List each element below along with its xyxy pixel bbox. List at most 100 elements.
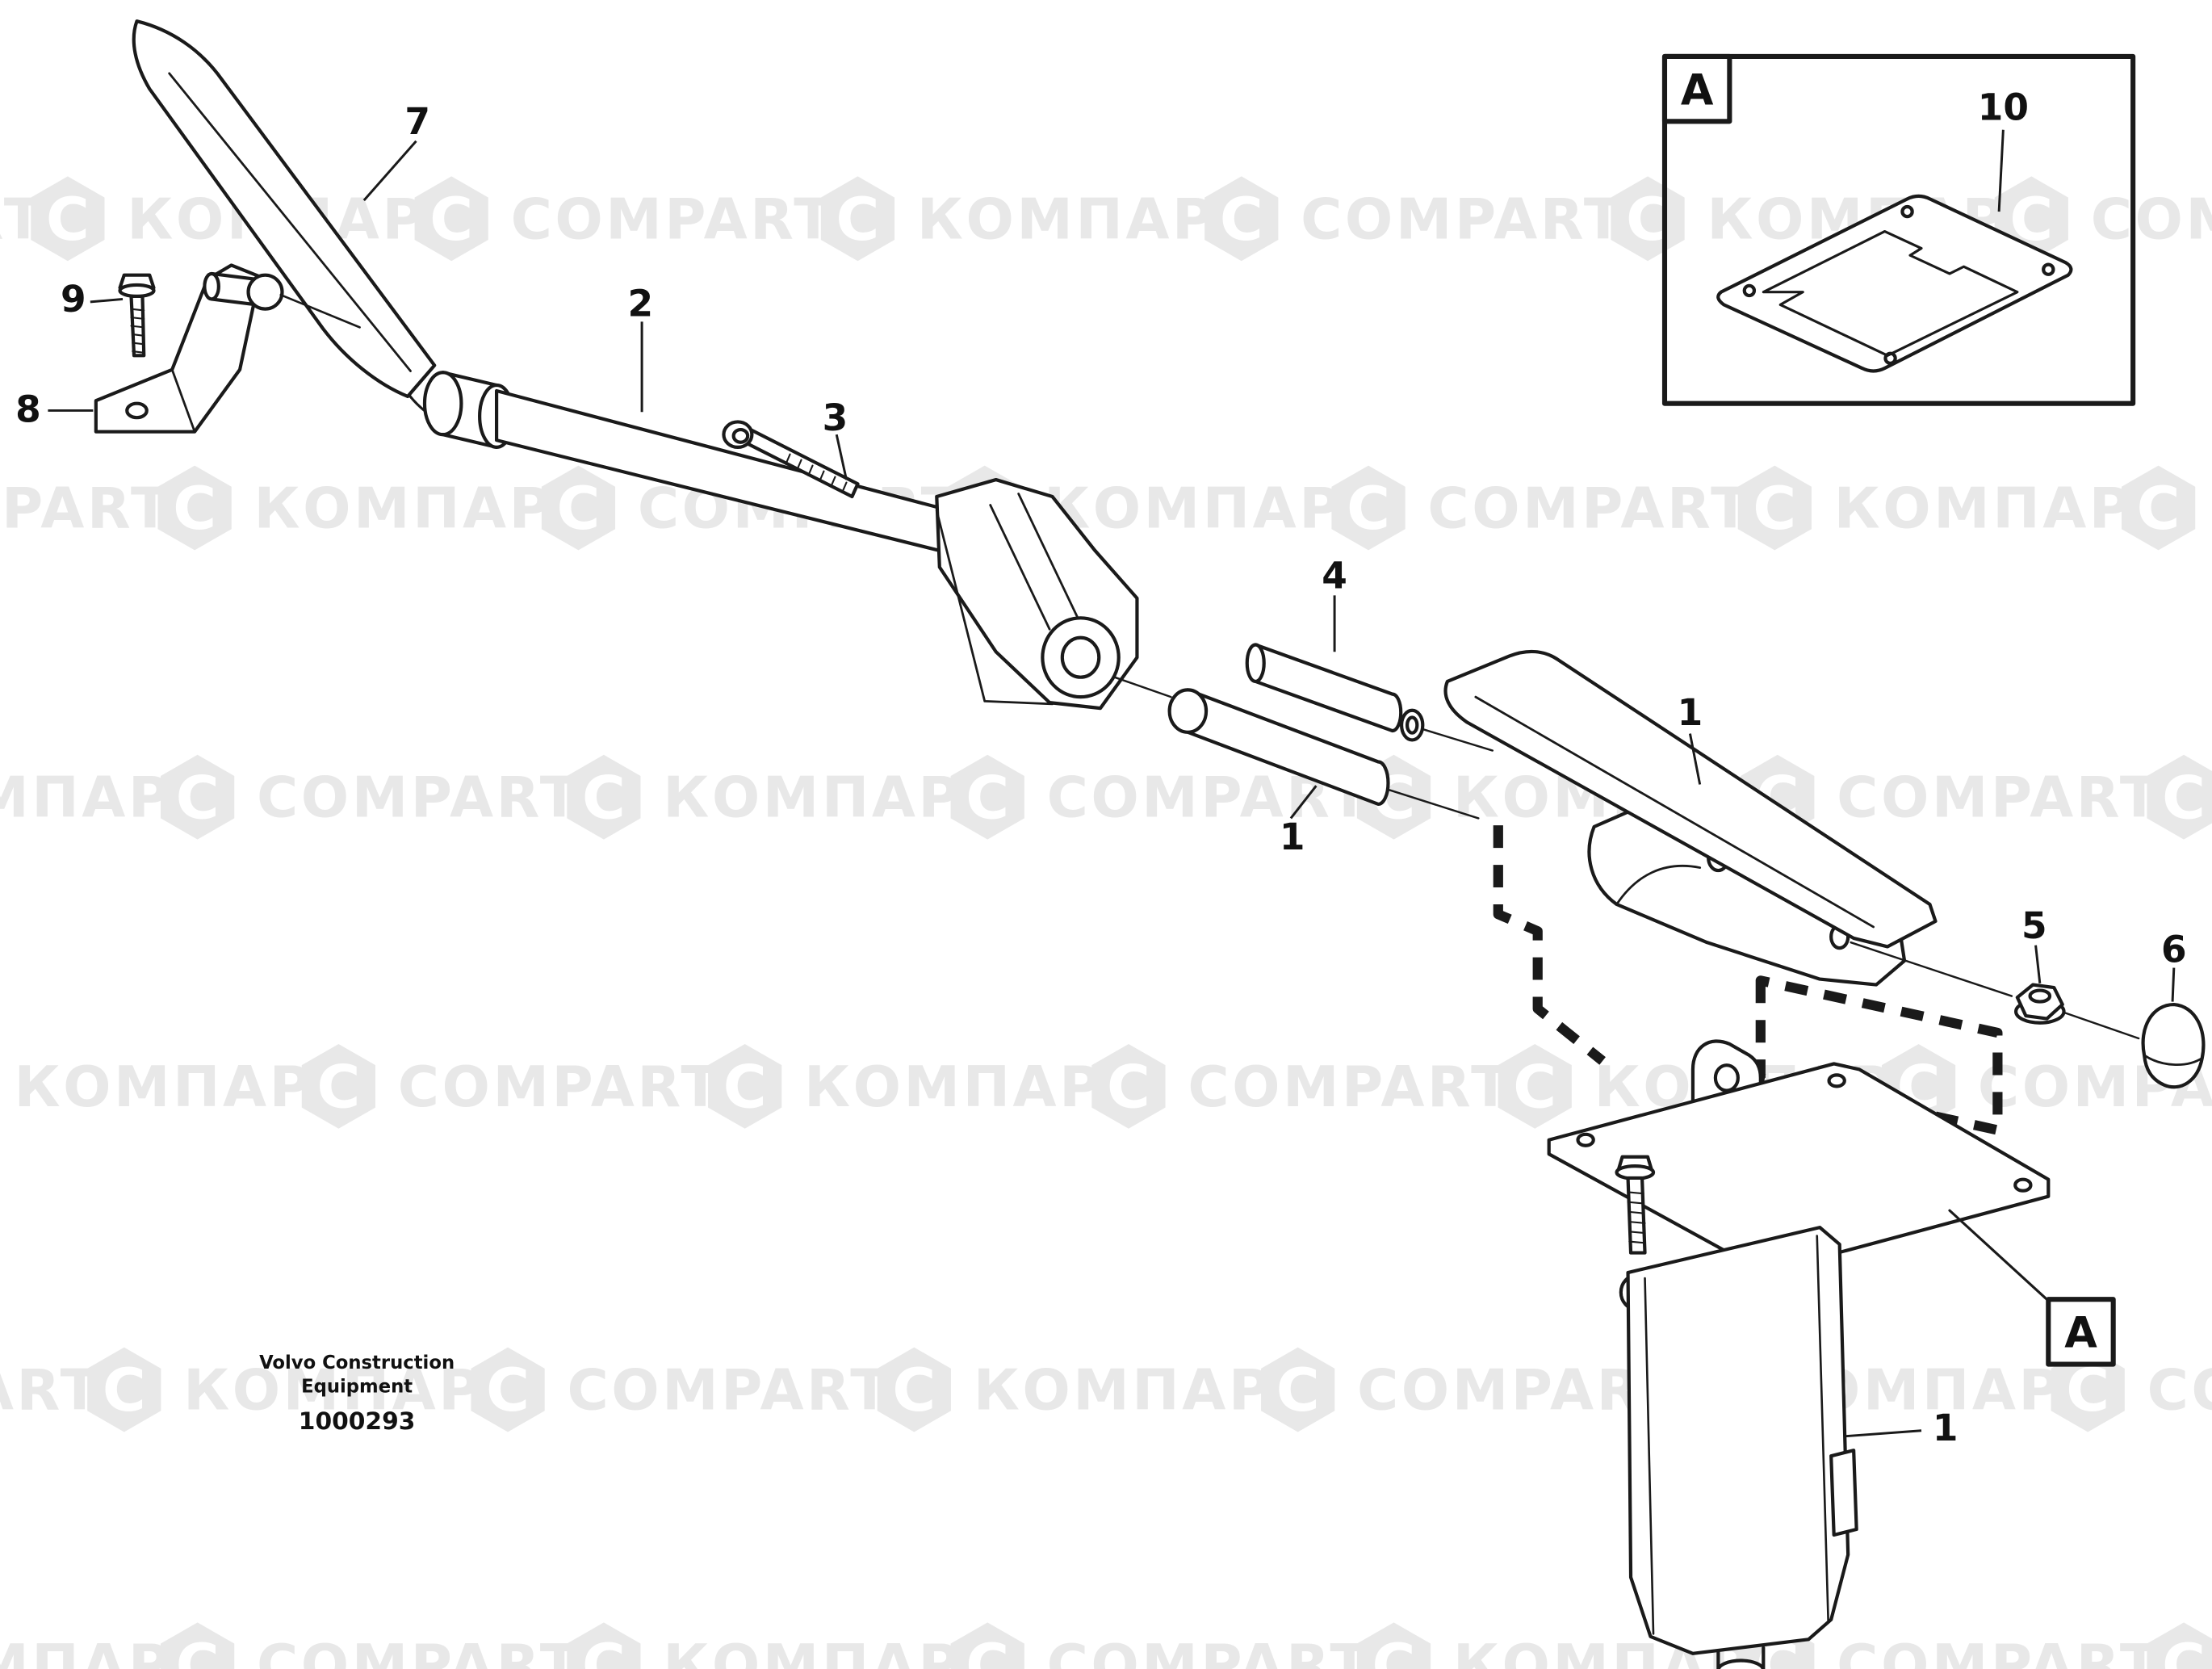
watermark-layer: CКОМПАРТCCOMPARTCКОМПАРТCCOMPARTCКОМПАРТ…	[0, 176, 2212, 1669]
watermark-text: КОМПАРТ	[663, 765, 1003, 831]
watermark-logo-letter: C	[2162, 1632, 2206, 1669]
watermark-text: COMPART	[1837, 765, 2161, 831]
watermark-logo-icon	[1331, 465, 1406, 551]
callout-6: 6	[2161, 929, 2187, 971]
watermark-logo-icon	[567, 754, 641, 840]
watermark-logo-letter: C	[46, 186, 90, 254]
watermark-text: COMPART	[1837, 1633, 2161, 1669]
watermark-logo-icon	[1091, 1043, 1166, 1129]
detail-ref-box-plate	[2046, 1297, 2116, 1367]
watermark-logo-icon	[2051, 1347, 2125, 1432]
watermark-logo-icon	[2147, 754, 2212, 840]
watermark-logo-icon	[161, 1622, 235, 1669]
watermark-text: КОМПАРТ	[1834, 476, 2175, 541]
watermark-text: КОМПАРТ	[663, 1633, 1003, 1669]
watermark-logo-letter: C	[103, 1357, 146, 1425]
watermark-text: КОМПАРТ	[254, 476, 595, 541]
callout-2: 2	[628, 282, 654, 325]
watermark-logo-letter: C	[176, 1632, 220, 1669]
callout-5: 5	[2021, 904, 2047, 947]
watermark-logo-letter: C	[176, 764, 220, 832]
watermark-logo-icon	[567, 1622, 641, 1669]
watermark-logo-icon	[161, 754, 235, 840]
watermark-logo-letter: C	[316, 1054, 360, 1122]
watermark-logo-icon	[301, 1043, 375, 1129]
part9-bolt	[118, 273, 156, 358]
watermark-text: КОМПАРТ	[917, 187, 1258, 252]
watermark-logo-letter: C	[173, 475, 216, 543]
watermark-text: COMPART	[0, 476, 172, 541]
watermark-logo-letter: C	[582, 1632, 626, 1669]
callout-7: 7	[404, 100, 430, 143]
watermark-text: COMPART	[0, 1358, 102, 1424]
watermark-logo-icon	[877, 1347, 951, 1432]
watermark-logo-icon	[1261, 1347, 1335, 1432]
watermark-text: COMPART	[2091, 187, 2212, 252]
watermark-logo-letter: C	[486, 1357, 530, 1425]
callout-8: 8	[15, 388, 41, 430]
watermark-logo-icon	[1498, 1043, 1572, 1129]
exploded-view-art	[94, 19, 2206, 1669]
watermark-logo-letter: C	[2137, 475, 2181, 543]
watermark-text: КОМПАРТ	[1044, 476, 1385, 541]
watermark-text: COMPART	[511, 187, 836, 252]
callout-9: 9	[61, 278, 86, 321]
part3-bolt	[722, 420, 860, 499]
watermark-text: КОМПАРТ	[14, 1055, 354, 1120]
watermark-logo-icon	[157, 465, 232, 551]
watermark-logo-letter: C	[723, 1054, 767, 1122]
part10-gasket	[1716, 194, 2073, 373]
watermark-text: COMPART	[1188, 1055, 1512, 1120]
detail-ref-letter-plate: A	[2064, 1309, 2097, 1358]
callout-10: 10	[1978, 86, 2029, 129]
pivot-pin	[203, 271, 361, 329]
detail-ref-box-inset	[1661, 53, 1732, 124]
watermark-logo-letter: C	[1753, 475, 1796, 543]
part1-pedal-assembly	[1443, 649, 2140, 1040]
watermark-text: КОМПАРТ	[974, 1358, 1314, 1424]
watermark-text: COMPART	[567, 1358, 891, 1424]
callout-3: 3	[823, 396, 848, 439]
watermark-logo-icon	[950, 754, 1024, 840]
watermark-logo-letter: C	[1276, 1357, 1320, 1425]
part1-valve-assembly	[1547, 1039, 2051, 1669]
rod-clevis-bearing	[935, 477, 1139, 711]
part5-nut	[2014, 983, 2066, 1025]
watermark-logo-letter: C	[2066, 1357, 2109, 1425]
callout-4: 4	[1322, 555, 1347, 598]
watermark-logo-letter: C	[429, 186, 473, 254]
watermark-logo-icon	[414, 176, 488, 262]
detail-a-inset	[1661, 53, 2136, 406]
part2-rod	[422, 371, 982, 561]
footer-company-line1: Volvo Construction	[259, 1352, 455, 1373]
dashed-assembly-links	[1493, 825, 2003, 1135]
watermark-logo-letter: C	[966, 1632, 1009, 1669]
watermark-text: КОМПАРТ	[804, 1055, 1145, 1120]
watermark-text: COMPART	[1427, 476, 1752, 541]
watermark-logo-letter: C	[1347, 475, 1390, 543]
detail-ref-plate-group	[1948, 1209, 2116, 1367]
watermark-text: COMPART	[1047, 1633, 1372, 1669]
watermark-logo-letter: C	[892, 1357, 936, 1425]
watermark-logo-letter: C	[582, 764, 626, 832]
watermark-logo-icon	[2147, 1622, 2212, 1669]
watermark-logo-letter: C	[1372, 1632, 1416, 1669]
watermark-text: COMPART	[2147, 1358, 2212, 1424]
part4-tube	[1245, 643, 1494, 752]
watermark-text: КОМПАРТ	[183, 1358, 524, 1424]
watermark-logo-icon	[950, 1622, 1024, 1669]
footer-company-line2: Equipment	[301, 1377, 413, 1398]
callout-1-pedal: 1	[1678, 691, 1703, 734]
watermark-text: COMPART	[398, 1055, 723, 1120]
watermark-logo-icon	[1737, 465, 1812, 551]
watermark-text: COMPART	[1301, 187, 1625, 252]
watermark-text: COMPART	[257, 1633, 581, 1669]
watermark-logo-icon	[708, 1043, 782, 1129]
callout-leader-lines	[48, 129, 2176, 1438]
callout-labels: 7 9 8 2 3 4 1 1 5 6 1 10 A A	[15, 65, 2186, 1449]
callout-1-pin: 1	[1280, 816, 1305, 858]
footer-block: Volvo Construction Equipment 1000293	[259, 1352, 455, 1436]
watermark-logo-icon	[2121, 465, 2196, 551]
